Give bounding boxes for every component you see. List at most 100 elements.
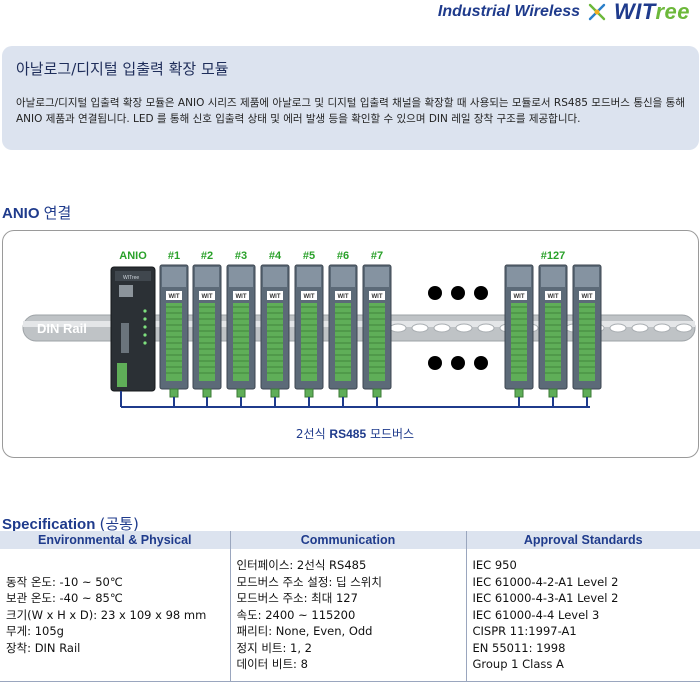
module-tag-text: WIT xyxy=(514,294,525,300)
brand-tagline: Industrial Wireless xyxy=(437,3,581,20)
module-terminal-block xyxy=(166,303,182,381)
din-rail-slot xyxy=(653,323,671,333)
module-number-label: #4 xyxy=(269,250,282,262)
ellipsis-dot xyxy=(428,286,442,300)
din-rail-slot xyxy=(433,323,451,333)
module-tag-plate xyxy=(267,291,283,300)
module-terminal-block xyxy=(545,303,561,381)
module-terminal-block xyxy=(267,303,283,381)
module-top-cover xyxy=(331,267,355,287)
module-number-label: #6 xyxy=(337,250,349,262)
spec-line: 동작 온도: -10 ~ 50℃ xyxy=(6,574,123,589)
module-tag-text: WIT xyxy=(548,294,559,300)
module-top-cover xyxy=(263,267,287,287)
din-rail-slot xyxy=(455,323,473,333)
expansion-module xyxy=(328,264,358,407)
status-led xyxy=(143,309,147,313)
anio-master-brand: WITree xyxy=(123,275,139,281)
module-tag-plate xyxy=(199,291,215,300)
brand-logo: WITree xyxy=(614,0,690,24)
module-top-cover xyxy=(297,267,321,287)
module-tag-plate xyxy=(511,291,527,300)
module-top-cover xyxy=(507,267,531,287)
spec-line: IEC 61000-4-3-A1 Level 2 xyxy=(472,591,619,606)
module-tag-plate xyxy=(166,291,182,300)
brand-header: Industrial Wireless WITree xyxy=(438,0,690,24)
spec-line: 데이터 비트: 8 xyxy=(236,657,308,672)
status-led xyxy=(143,317,147,321)
expansion-module xyxy=(159,264,189,407)
module-terminal-block xyxy=(301,303,317,381)
module-bus-connector xyxy=(338,388,348,398)
spec-line: 모드버스 주소: 최대 127 xyxy=(236,591,358,606)
spec-line: 패리티: None, Even, Odd xyxy=(236,624,373,639)
status-led xyxy=(143,325,147,329)
module-bus-connector xyxy=(548,388,558,398)
module-number-label: #2 xyxy=(201,250,213,262)
module-bus-connector xyxy=(202,388,212,398)
module-tag-plate xyxy=(369,291,385,300)
spec-line: 보관 온도: -40 ~ 85℃ xyxy=(6,591,123,606)
serial-connector-icon xyxy=(121,323,129,353)
spec-line: IEC 61000-4-4 Level 3 xyxy=(472,607,600,622)
spec-line: CISPR 11:1997-A1 xyxy=(472,624,577,639)
module-bus-connector xyxy=(270,388,280,398)
expansion-module xyxy=(226,264,256,407)
din-rail-slot xyxy=(609,323,627,333)
module-bus-connector xyxy=(236,388,246,398)
ethernet-port-icon xyxy=(119,285,133,297)
module-tag-plate xyxy=(579,291,595,300)
status-led xyxy=(143,341,147,345)
ellipsis-dot xyxy=(451,356,465,370)
spec-line: 크기(W x H x D): 23 x 109 x 98 mm xyxy=(6,607,207,622)
module-number-label: #5 xyxy=(303,250,315,262)
spec-standards-cell: IEC 950 IEC 61000-4-2-A1 Level 2 IEC 610… xyxy=(466,549,700,682)
module-terminal-block xyxy=(233,303,249,381)
spec-line: 무게: 105g xyxy=(6,624,64,639)
module-number-label: #3 xyxy=(235,250,247,262)
connection-diagram-svg: DIN RailWITreeANIOWIT#1WIT#2WIT#3WIT#4WI… xyxy=(22,250,696,441)
expansion-module xyxy=(538,264,568,407)
module-tag-text: WIT xyxy=(202,294,213,300)
expansion-module xyxy=(572,264,602,407)
ellipsis-dot xyxy=(428,356,442,370)
din-rail-slot xyxy=(389,323,407,333)
module-tag-plate xyxy=(233,291,249,300)
module-tag-text: WIT xyxy=(372,294,383,300)
expansion-module xyxy=(294,264,324,407)
ellipsis-dot xyxy=(474,356,488,370)
din-rail-label: DIN Rail xyxy=(37,321,87,336)
spec-line: IEC 950 xyxy=(472,558,517,573)
spec-line: EN 55011: 1998 xyxy=(472,640,566,655)
module-terminal-block xyxy=(335,303,351,381)
anio-master-module xyxy=(110,266,156,407)
module-tag-text: WIT xyxy=(169,294,180,300)
module-tag-text: WIT xyxy=(338,294,349,300)
module-top-cover xyxy=(229,267,253,287)
module-number-label: #1 xyxy=(168,250,180,262)
spec-line: Group 1 Class A xyxy=(472,657,564,672)
expansion-module xyxy=(192,264,222,407)
witree-logo-icon xyxy=(588,3,606,21)
din-rail-slot xyxy=(411,323,429,333)
module-terminal-block xyxy=(511,303,527,381)
intro-body: 아날로그/디지털 입출력 확장 모듈은 ANIO 시리즈 제품에 아날로그 및 … xyxy=(16,97,685,125)
module-top-cover xyxy=(162,267,186,287)
spec-table: Environmental & Physical Communication A… xyxy=(0,531,700,682)
din-rail-slot xyxy=(477,323,495,333)
module-tag-text: WIT xyxy=(270,294,281,300)
module-top-cover xyxy=(365,267,389,287)
power-terminal xyxy=(117,363,127,387)
module-terminal-block xyxy=(579,303,595,381)
module-bus-connector xyxy=(372,388,382,398)
module-tag-plate xyxy=(545,291,561,300)
module-tag-text: WIT xyxy=(582,294,593,300)
spec-col-standards: Approval Standards xyxy=(466,531,700,549)
anio-section-title: ANIO 연결 xyxy=(2,204,72,222)
anio-master-body xyxy=(110,266,156,392)
module-bus-connector xyxy=(169,388,179,398)
expansion-module xyxy=(260,264,290,407)
ellipsis-dot xyxy=(451,286,465,300)
spec-communication-cell: 인터페이스: 2선식 RS485 모드버스 주소 설정: 딥 스위치 모드버스 … xyxy=(230,549,467,682)
